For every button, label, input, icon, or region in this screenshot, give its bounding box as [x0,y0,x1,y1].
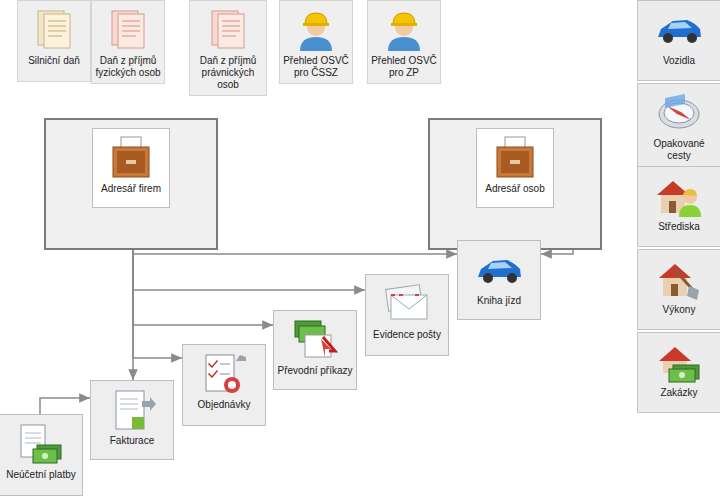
module-tile: Daň z příjmů fyzických osob [91,0,165,84]
tile-label: Zakázky [641,387,717,399]
module-tile: Objednávky [182,344,266,426]
tile-icon [655,7,703,51]
module-tile: Přehled OSVČ pro ZP [367,0,441,84]
module-tile: Opakované cesty [637,83,720,167]
tile-icon [655,256,703,300]
flow-arrow [132,250,134,380]
flow-arrow [133,250,457,254]
tile-label: Převodní příkazy [277,365,353,377]
module-tile: Silniční daň [17,0,91,82]
tile-icon [30,7,78,51]
flow-arrow [133,250,273,325]
tile-label: Adresář firem [95,183,167,195]
flow-arrow [40,398,90,414]
tile-label: Kniha jízd [461,295,537,307]
flow-arrow [541,250,573,254]
module-tile: Neúčetní platby [0,414,83,496]
directory-card: Adresář osob [476,128,554,208]
tile-icon [291,317,339,361]
directory-frame: Adresář firem [44,118,218,250]
tile-label: Objednávky [186,399,262,411]
tile-icon [200,351,248,395]
tile-label: Opakované cesty [641,138,717,162]
tile-icon [17,421,65,465]
directory-card: Adresář firem [92,128,170,208]
tile-label: Adresář osob [479,183,551,195]
tile-icon [475,247,523,291]
tile-icon [383,281,431,325]
flow-arrow [133,250,182,358]
tile-icon [292,7,340,51]
module-tile: Přehled OSVČ pro ČSSZ [279,0,353,84]
tile-label: Daň z příjmů právnických osob [193,55,263,91]
directory-frame: Adresář osob [428,118,602,250]
module-tile: Fakturace [90,380,174,460]
tile-label: Přehled OSVČ pro ZP [371,55,437,79]
tile-label: Silniční daň [21,55,87,67]
tile-icon [655,90,703,134]
tile-label: Výkony [641,304,717,316]
module-tile: Kniha jízd [457,240,541,320]
module-tile: Daň z příjmů právnických osob [189,0,267,96]
tile-label: Daň z příjmů fyzických osob [95,55,161,79]
tile-icon [655,173,703,217]
tile-label: Vozidla [641,55,717,67]
tile-label: Neúčetní platby [3,469,79,481]
tile-icon [491,135,539,179]
tile-icon [107,135,155,179]
tile-label: Evidence pošty [369,329,445,341]
tile-icon [204,7,252,51]
tile-icon [380,7,428,51]
module-tile: Střediska [637,166,720,247]
module-tile: Vozidla [637,0,720,81]
flow-arrow [133,250,365,290]
module-tile: Evidence pošty [365,274,449,356]
tile-label: Střediska [641,221,717,233]
module-tile: Zakázky [637,332,720,413]
tile-icon [108,387,156,431]
module-tile: Výkony [637,249,720,330]
tile-label: Fakturace [94,435,170,447]
module-tile: Převodní příkazy [273,310,357,390]
tile-label: Přehled OSVČ pro ČSSZ [283,55,349,79]
tile-icon [655,339,703,383]
tile-icon [104,7,152,51]
